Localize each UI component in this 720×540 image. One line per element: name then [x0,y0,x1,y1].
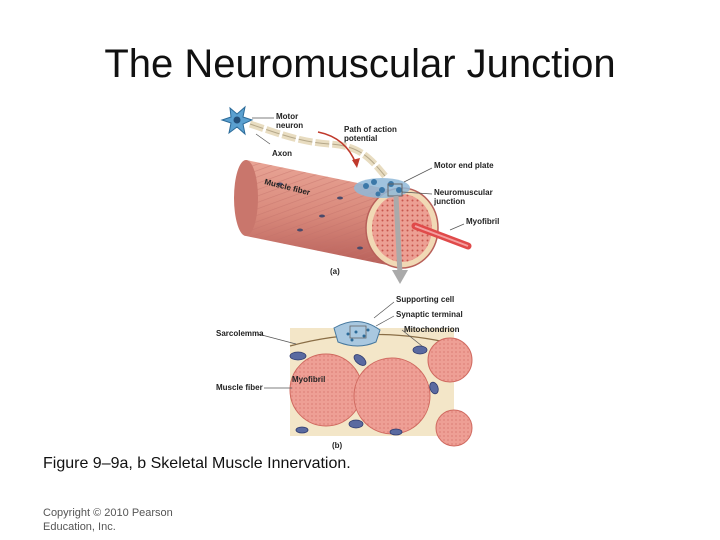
panel-label-a: (a) [330,267,340,276]
panel-label-b: (b) [332,441,343,450]
label-neuromuscular-junction-2: junction [433,197,465,206]
action-potential-arrow [317,131,360,168]
neuromuscular-junction-figure: Motor neuron Path of action potential Ax… [210,98,510,450]
label-motor-neuron-1: Motor [276,112,298,121]
label-myofibril-a: Myofibril [466,217,499,226]
label-path-of-action-1: Path of action [344,125,397,134]
muscle-fiber-cross-section [365,187,439,269]
myofibril-rod [411,222,472,250]
label-synaptic-terminal: Synaptic terminal [396,310,463,319]
copyright-line-1: Copyright © 2010 Pearson [43,507,173,519]
label-path-of-action-2: potential [344,134,377,143]
slide-title: The Neuromuscular Junction [104,42,616,86]
label-neuromuscular-junction-1: Neuromuscular [434,188,493,197]
label-supporting-cell: Supporting cell [396,295,454,304]
figure-caption: Figure 9–9a, b Skeletal Muscle Innervati… [43,455,351,472]
label-motor-end-plate: Motor end plate [434,161,494,170]
magnification-indicator [387,183,408,284]
part-b-labels: Supporting cell Synaptic terminal Mitoch… [216,295,463,450]
label-myofibril-b: Myofibril [292,375,325,384]
figure-illustration: Motor neuron Path of action potential Ax… [216,105,499,450]
label-muscle-fiber-b: Muscle fiber [216,383,263,392]
axon [248,120,388,179]
copyright-line-2: Education, Inc. [43,521,116,533]
motor-neuron-cell-body [220,105,254,136]
label-sarcolemma: Sarcolemma [216,329,264,338]
copyright-notice: Copyright © 2010 Pearson Education, Inc. [43,506,203,534]
label-axon: Axon [272,149,292,158]
label-mitochondrion: Mitochondrion [404,325,460,334]
label-motor-neuron-2: neuron [276,121,303,130]
part-b-cross-section [289,321,473,447]
